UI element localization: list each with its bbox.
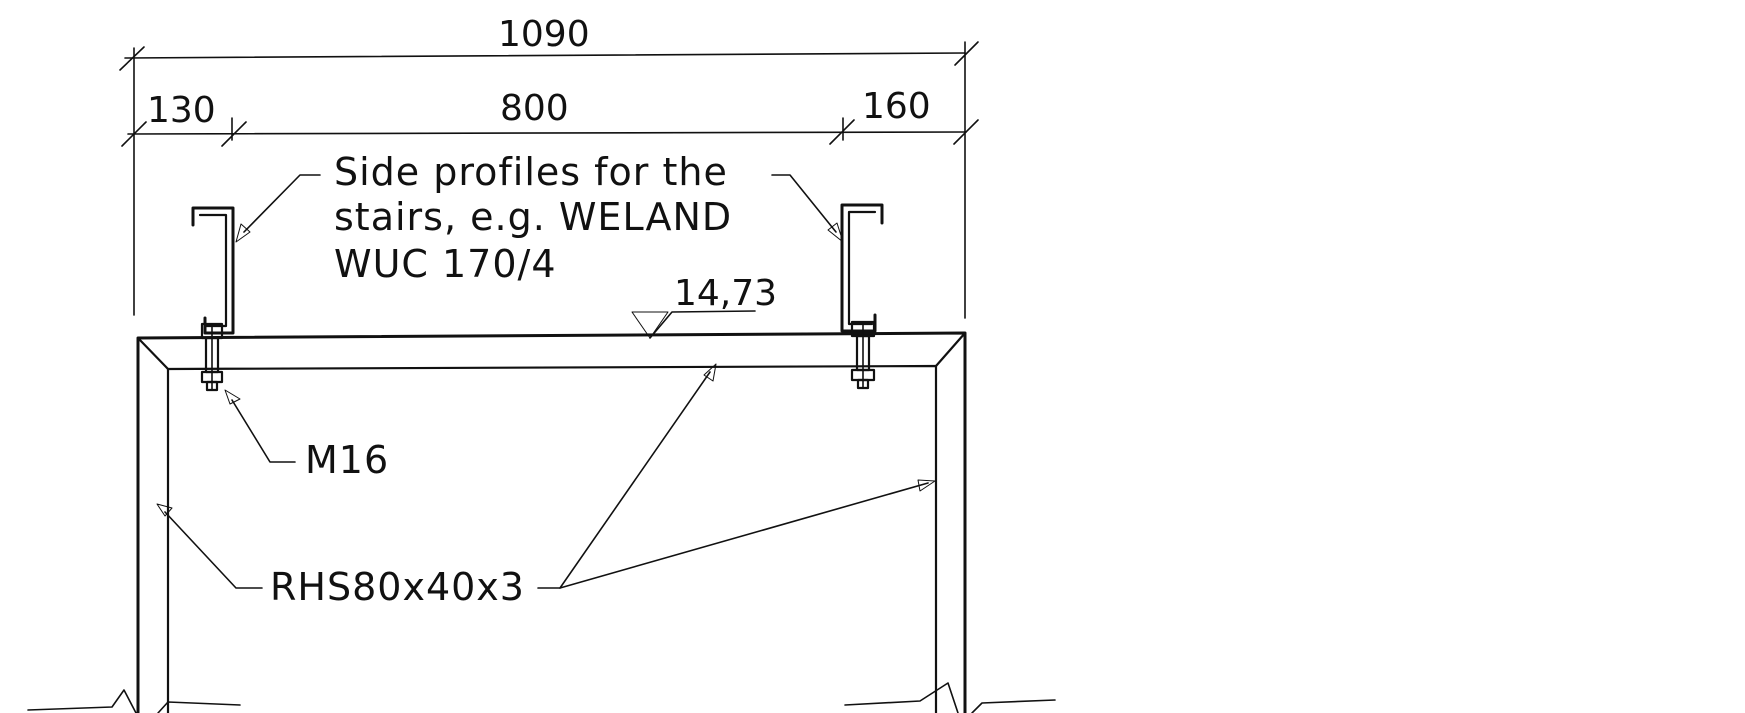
bolt-label: M16 xyxy=(305,438,389,482)
rhs-frame xyxy=(136,331,967,713)
side-profiles-label-line1: Side profiles for the xyxy=(334,150,728,194)
dimension-overall-text: 1090 xyxy=(498,14,590,55)
level-text: 14,73 xyxy=(674,273,777,314)
dimension-left-text: 130 xyxy=(147,90,216,131)
ground-break-lines xyxy=(27,682,1056,713)
rhs-label: RHS80x40x3 xyxy=(270,565,525,609)
side-profile-left xyxy=(191,206,235,335)
dimension-middle-text: 800 xyxy=(500,88,569,129)
level-marker: 14,73 xyxy=(631,273,777,339)
dimension-right-text: 160 xyxy=(862,86,931,127)
bolt-right xyxy=(850,320,876,390)
side-profiles-callout: Side profiles for the stairs, e.g. WELAN… xyxy=(235,150,844,286)
side-profiles-label-line2: stairs, e.g. WELAND xyxy=(334,195,732,239)
dimension-parts: 130 800 160 xyxy=(121,86,979,147)
bolt-left xyxy=(200,322,224,392)
bolt-callout: M16 xyxy=(224,389,389,482)
side-profiles-label-line3: WUC 170/4 xyxy=(334,242,557,286)
rhs-callout: RHS80x40x3 xyxy=(156,363,936,609)
side-profile-right xyxy=(840,203,884,333)
level-triangle-icon xyxy=(631,311,669,339)
dimension-overall: 1090 xyxy=(119,14,979,319)
